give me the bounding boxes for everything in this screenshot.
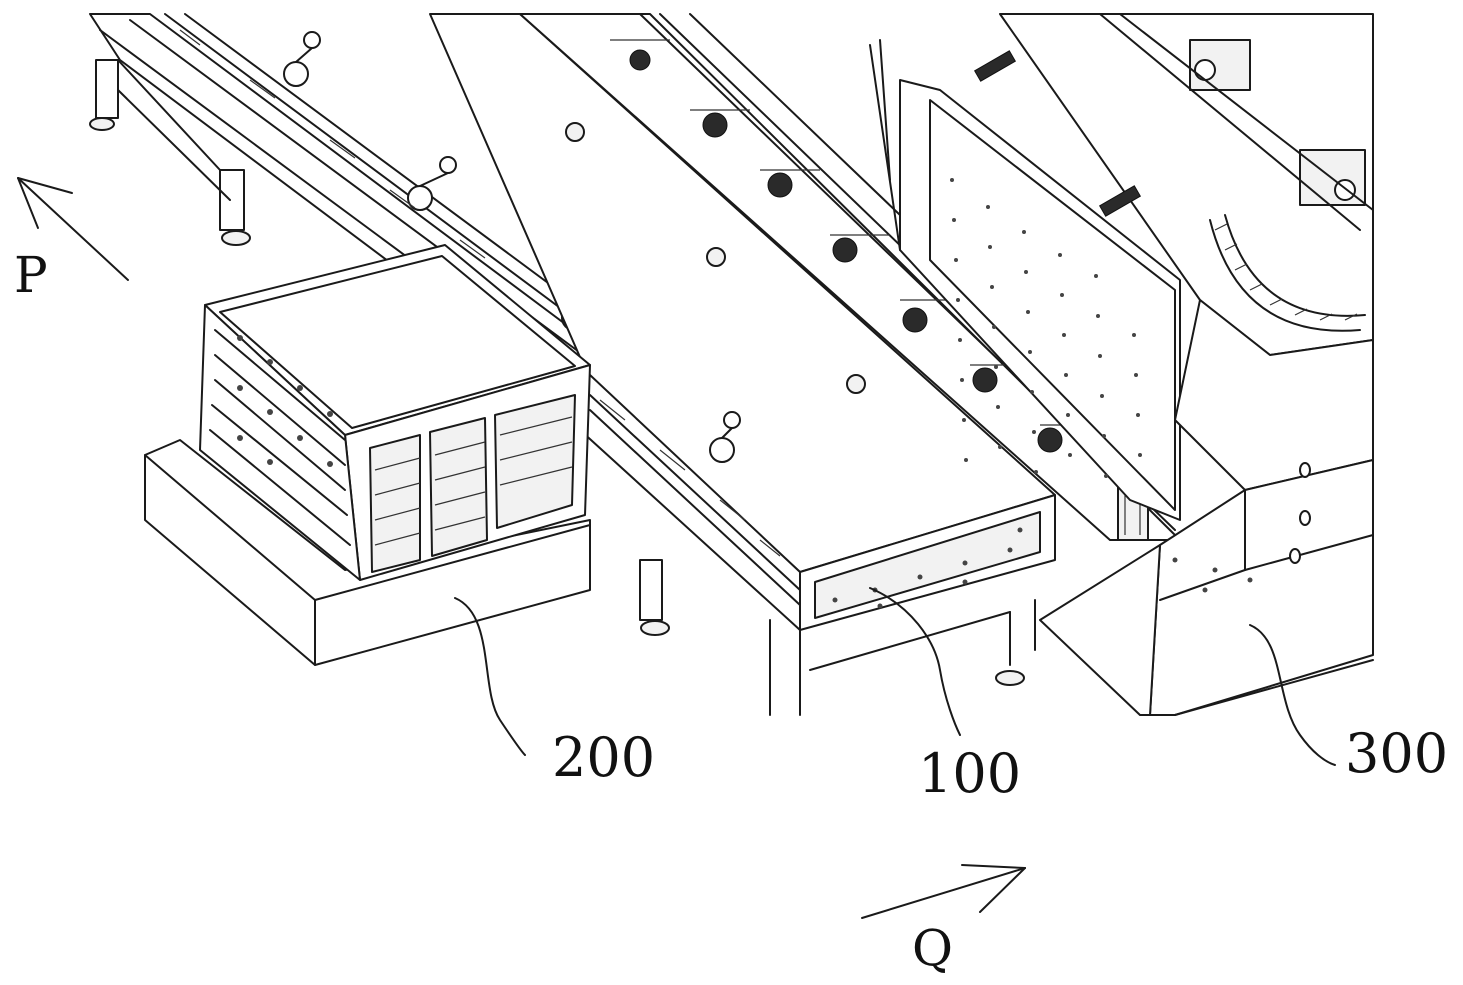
machine-300 (973, 13, 1374, 716)
perforation-dot (950, 178, 954, 182)
valve-knob-4 (709, 411, 741, 463)
cassette-slots (209, 329, 573, 546)
leader-line-300 (1249, 624, 1336, 766)
perforation-dot (1022, 230, 1026, 234)
perforation-dot (954, 258, 958, 262)
perforation-dot (1058, 253, 1062, 257)
perforation-dot (986, 205, 990, 209)
conveyor-100 (579, 374, 1056, 716)
perforation-dot (1094, 274, 1098, 278)
perforation-dot (1024, 270, 1028, 274)
perforation-dot (1098, 354, 1102, 358)
arrow-p-icon (17, 177, 129, 281)
arrow-q-icon (861, 864, 1026, 919)
perforation-dot (1102, 434, 1106, 438)
perforation-dot (1068, 453, 1072, 457)
callout-label-200: 200 (552, 726, 655, 789)
leader-line-100 (869, 587, 961, 736)
perforation-dot (1136, 413, 1140, 417)
perforation-dot (994, 365, 998, 369)
direction-label-q: Q (912, 919, 953, 977)
leader-line-200 (454, 597, 526, 756)
perforation-dot (1064, 373, 1068, 377)
perforation-dot (990, 285, 994, 289)
perforation-dot (1138, 453, 1142, 457)
perforated-panel (869, 39, 1181, 521)
perforation-dot (1096, 314, 1100, 318)
perforation-dot (992, 325, 996, 329)
perforation-dot (1066, 413, 1070, 417)
perforation-dot (960, 378, 964, 382)
perforation-dot (1104, 474, 1108, 478)
valve-knob-1 (283, 31, 321, 87)
perforation-dots (950, 178, 1142, 478)
perforation-dot (988, 245, 992, 249)
callout-label-100: 100 (918, 742, 1021, 805)
perforation-dot (996, 405, 1000, 409)
perforation-dot (962, 418, 966, 422)
perforation-dot (1034, 470, 1038, 474)
perforation-dot (1132, 333, 1136, 337)
perforation-dot (1060, 293, 1064, 297)
cable-chain (1214, 223, 1358, 321)
perforation-dot (1100, 394, 1104, 398)
valve-knob-2 (407, 156, 457, 211)
direction-label-p: P (14, 246, 48, 304)
cassette-200 (144, 244, 591, 666)
perforation-dot (1062, 333, 1066, 337)
perforation-dot (998, 445, 1002, 449)
perforation-dot (958, 338, 962, 342)
perforation-dot (952, 218, 956, 222)
perforation-dot (956, 298, 960, 302)
perforation-dot (1026, 310, 1030, 314)
gear-cluster (629, 49, 1063, 453)
perforation-dot (964, 458, 968, 462)
perforation-dot (1134, 373, 1138, 377)
perforation-dot (1032, 430, 1036, 434)
callout-label-300: 300 (1345, 722, 1448, 785)
perforation-dot (1028, 350, 1032, 354)
perforation-dot (1030, 390, 1034, 394)
